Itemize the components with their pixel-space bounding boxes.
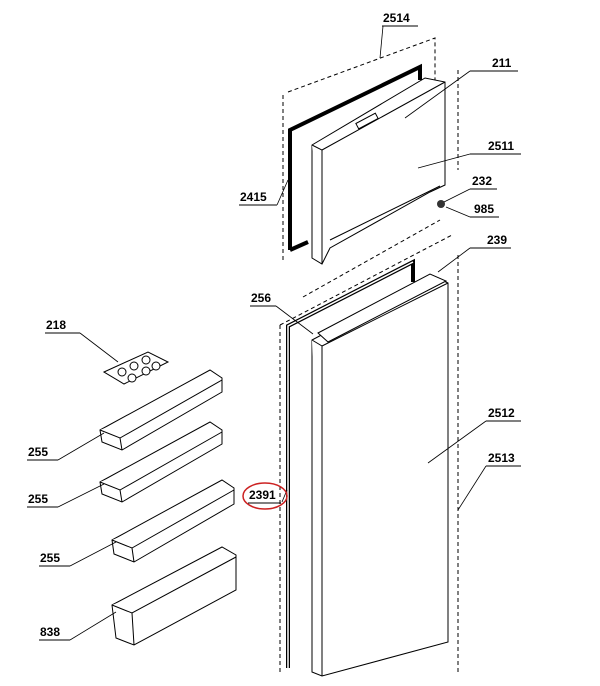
highlight-circle <box>242 482 288 510</box>
freezer-door <box>311 77 446 265</box>
callout-211: 211 <box>404 56 518 119</box>
part-number-label: 985 <box>474 202 494 216</box>
callout-2511: 2511 <box>417 139 521 169</box>
callout-2514: 2514 <box>379 11 418 59</box>
part-number-label: 2511 <box>488 139 514 153</box>
part-number-label: 2415 <box>240 190 267 204</box>
callout-232: 232 <box>443 174 497 203</box>
door-shelf-3 <box>111 479 235 563</box>
callout-2512: 2512 <box>427 406 521 464</box>
part-number-label: 218 <box>46 318 66 332</box>
part-number-label: 239 <box>487 233 507 247</box>
assembly-guides <box>279 37 459 672</box>
door-shelf-1 <box>99 369 223 451</box>
part-number-label: 255 <box>28 492 48 506</box>
callout-256: 256 <box>250 291 314 335</box>
part-number-label: 2512 <box>488 406 515 420</box>
freezer-door-gasket <box>288 63 422 252</box>
bottle-shelf <box>111 546 237 646</box>
callout-985: 985 <box>445 202 499 218</box>
callout-255-middle: 255 <box>27 483 105 508</box>
part-number-label: 2514 <box>383 11 410 25</box>
fridge-door-gasket <box>286 258 415 668</box>
part-number-label: 838 <box>40 625 60 639</box>
part-number-label: 256 <box>251 291 271 305</box>
egg-tray <box>102 351 170 385</box>
callout-838: 838 <box>39 611 117 641</box>
callout-218: 218 <box>45 318 119 363</box>
callout-2391: 2391 <box>242 482 288 510</box>
part-number-label-highlighted: 2391 <box>249 488 276 502</box>
door-handle-recess <box>355 112 379 130</box>
part-number-label: 211 <box>492 56 512 70</box>
part-number-label: 255 <box>40 551 60 565</box>
part-number-label: 232 <box>472 174 492 188</box>
callout-255-top: 255 <box>27 432 105 461</box>
part-number-label: 2513 <box>488 451 515 465</box>
callout-2513: 2513 <box>457 451 521 511</box>
fridge-door <box>311 273 449 677</box>
door-shelf-2 <box>99 421 223 503</box>
hinge-bushing <box>437 200 445 208</box>
part-number-label: 255 <box>28 445 48 459</box>
callout-239: 239 <box>437 233 511 273</box>
callout-255-bottom: 255 <box>39 541 117 567</box>
callout-2415: 2415 <box>239 179 289 206</box>
